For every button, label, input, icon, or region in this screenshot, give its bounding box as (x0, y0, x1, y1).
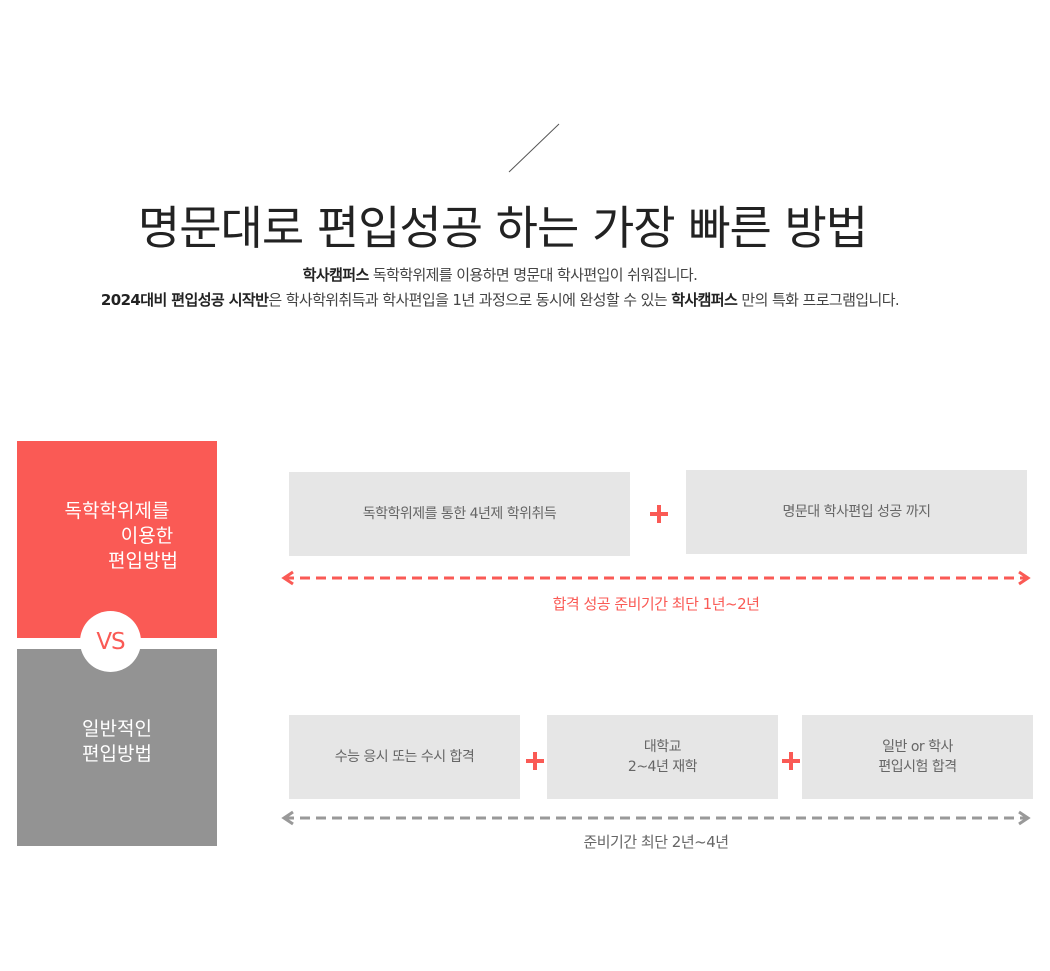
step-box: 명문대 학사편입 성공 까지 (686, 470, 1027, 554)
step-text: 명문대 학사편입 성공 까지 (782, 504, 931, 520)
intro-text: 만의 특화 프로그램입니다. (737, 291, 900, 309)
slash-decoration (508, 123, 560, 173)
intro-text: 은 학사학위취득과 학사편입을 1년 과정으로 동시에 완성할 수 있는 (268, 291, 672, 309)
intro-line-1: 학사캠퍼스 독학학위제를 이용하면 명문대 학사편입이 쉬워집니다. (0, 264, 1000, 285)
step-text: 수능 응시 또는 수시 합격 (334, 749, 475, 765)
step-text: 2~4년 재학 (627, 759, 698, 775)
duration-label: 합격 성공 준비기간 최단 1년~2년 (552, 595, 760, 613)
vs-badge: VS (80, 611, 141, 672)
step-text: 일반 or 학사 (882, 739, 953, 755)
page-title: 명문대로 편입성공 하는 가장 빠른 방법 (137, 201, 868, 255)
general-method-box: 일반적인 편입방법 (17, 649, 217, 846)
plus-icon (526, 752, 544, 770)
duration-label: 준비기간 최단 2년~4년 (583, 833, 729, 851)
self-study-method-box: 독학학위제를 이용한 편입방법 (17, 441, 217, 638)
intro-text: 독학학위제를 이용하면 명문대 학사편입이 쉬워집니다. (368, 266, 698, 284)
step-box: 수능 응시 또는 수시 합격 (289, 715, 520, 799)
method-label-line: 독학학위제를 (64, 500, 170, 522)
step-text: 편입시험 합격 (878, 759, 957, 775)
double-arrow-icon (281, 570, 1031, 586)
method-label-line: 일반적인 (82, 717, 152, 740)
method-label-line: 편입방법 (108, 550, 178, 572)
step-box: 독학학위제를 통한 4년제 학위취득 (289, 472, 630, 556)
double-arrow-icon (281, 810, 1031, 826)
step-box: 대학교 2~4년 재학 (547, 715, 778, 799)
brand-name: 학사캠퍼스 (671, 291, 738, 309)
plus-icon (782, 752, 800, 770)
intro-line-2: 2024대비 편입성공 시작반은 학사학위취득과 학사편입을 1년 과정으로 동… (0, 289, 1000, 310)
step-text: 독학학위제를 통한 4년제 학위취득 (362, 506, 557, 522)
step-text: 대학교 (643, 739, 682, 755)
plus-icon (650, 505, 668, 523)
method-label-line: 편입방법 (82, 742, 152, 765)
method-label-line: 이용한 (120, 525, 174, 547)
step-box: 일반 or 학사 편입시험 합격 (802, 715, 1033, 799)
program-name: 2024대비 편입성공 시작반 (100, 291, 269, 309)
brand-name: 학사캠퍼스 (302, 266, 370, 284)
